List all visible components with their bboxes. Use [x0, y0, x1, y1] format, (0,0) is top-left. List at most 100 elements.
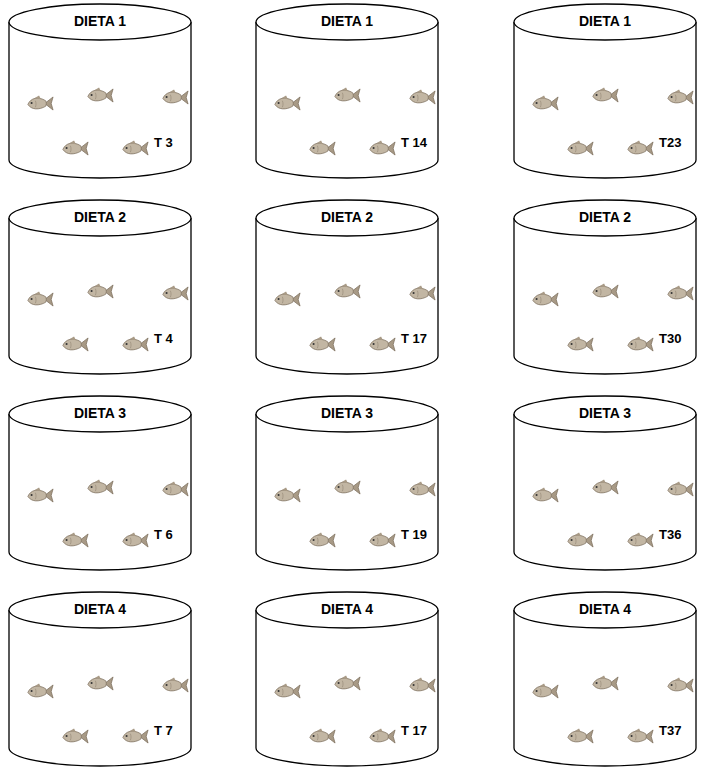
tank-body	[9, 414, 191, 570]
fish-icon	[335, 88, 360, 102]
tank-number: T 4	[154, 331, 173, 346]
fish-tank: DIETA 1 T 14	[254, 2, 440, 180]
fish-icon	[28, 292, 53, 306]
fish-icon	[370, 533, 395, 547]
fish-tank: DIETA 1 T 3	[7, 2, 193, 180]
diet-label: DIETA 4	[7, 601, 193, 617]
fish-icon	[410, 482, 435, 496]
fish-icon	[668, 90, 693, 104]
fish-tank: DIETA 4 T 17	[254, 590, 440, 768]
tank-number: T30	[659, 331, 681, 346]
fish-icon	[410, 286, 435, 300]
fish-icon	[668, 286, 693, 300]
fish-icon	[63, 533, 88, 547]
fish-icon	[163, 286, 188, 300]
fish-icon	[310, 533, 335, 547]
fish-icon	[123, 729, 148, 743]
fish-icon	[335, 676, 360, 690]
diet-label: DIETA 1	[7, 13, 193, 29]
fish-icon	[568, 337, 593, 351]
tank-number: T 17	[401, 723, 427, 738]
diet-label: DIETA 2	[7, 209, 193, 225]
fish-icon	[275, 684, 300, 698]
diet-label: DIETA 2	[254, 209, 440, 225]
fish-icon	[275, 488, 300, 502]
fish-icon	[335, 284, 360, 298]
diet-label: DIETA 2	[512, 209, 698, 225]
tank-number: T36	[659, 527, 681, 542]
fish-icon	[370, 141, 395, 155]
fish-icon	[533, 488, 558, 502]
tank-body	[514, 22, 696, 178]
fish-icon	[163, 482, 188, 496]
fish-icon	[593, 88, 618, 102]
diet-label: DIETA 4	[254, 601, 440, 617]
tank-body	[256, 610, 438, 766]
fish-icon	[28, 488, 53, 502]
tank-body	[514, 218, 696, 374]
fish-tank: DIETA 2 T 17	[254, 198, 440, 376]
fish-icon	[593, 284, 618, 298]
fish-icon	[88, 480, 113, 494]
diet-label: DIETA 3	[512, 405, 698, 421]
tank-body	[256, 22, 438, 178]
fish-icon	[275, 96, 300, 110]
fish-icon	[28, 96, 53, 110]
tank-number: T 19	[401, 527, 427, 542]
fish-tank: DIETA 4T37	[512, 590, 698, 768]
fish-tank: DIETA 4 T 7	[7, 590, 193, 768]
tank-body	[514, 414, 696, 570]
diet-label: DIETA 3	[254, 405, 440, 421]
fish-icon	[593, 480, 618, 494]
fish-icon	[63, 337, 88, 351]
fish-icon	[88, 88, 113, 102]
fish-icon	[568, 141, 593, 155]
fish-tank: DIETA 3 T 6	[7, 394, 193, 572]
tank-number: T23	[659, 135, 681, 150]
fish-icon	[628, 729, 653, 743]
tank-body	[256, 218, 438, 374]
fish-icon	[123, 141, 148, 155]
fish-icon	[163, 678, 188, 692]
fish-tank: DIETA 1 T23	[512, 2, 698, 180]
tank-body	[9, 218, 191, 374]
fish-tank: DIETA 2 T 4	[7, 198, 193, 376]
fish-icon	[310, 729, 335, 743]
tank-number: T 14	[401, 135, 427, 150]
fish-icon	[63, 729, 88, 743]
tank-number: T 7	[154, 723, 173, 738]
diet-label: DIETA 1	[254, 13, 440, 29]
fish-icon	[63, 141, 88, 155]
fish-icon	[410, 678, 435, 692]
fish-icon	[533, 684, 558, 698]
fish-icon	[628, 337, 653, 351]
fish-icon	[335, 480, 360, 494]
fish-icon	[628, 533, 653, 547]
fish-icon	[668, 678, 693, 692]
fish-icon	[310, 141, 335, 155]
tank-body	[256, 414, 438, 570]
diet-label: DIETA 1	[512, 13, 698, 29]
tank-body	[9, 610, 191, 766]
tank-number: T 3	[154, 135, 173, 150]
fish-icon	[123, 533, 148, 547]
fish-icon	[533, 292, 558, 306]
fish-icon	[593, 676, 618, 690]
fish-icon	[410, 90, 435, 104]
fish-icon	[310, 337, 335, 351]
fish-icon	[123, 337, 148, 351]
fish-icon	[370, 337, 395, 351]
fish-icon	[163, 90, 188, 104]
diet-label: DIETA 3	[7, 405, 193, 421]
fish-icon	[533, 96, 558, 110]
tank-number: T 17	[401, 331, 427, 346]
fish-icon	[628, 141, 653, 155]
tank-number: T 6	[154, 527, 173, 542]
fish-tank: DIETA 3 T36	[512, 394, 698, 572]
fish-icon	[28, 684, 53, 698]
tank-body	[514, 610, 696, 766]
fish-icon	[370, 729, 395, 743]
fish-icon	[568, 533, 593, 547]
fish-tank: DIETA 3 T 19	[254, 394, 440, 572]
fish-icon	[568, 729, 593, 743]
